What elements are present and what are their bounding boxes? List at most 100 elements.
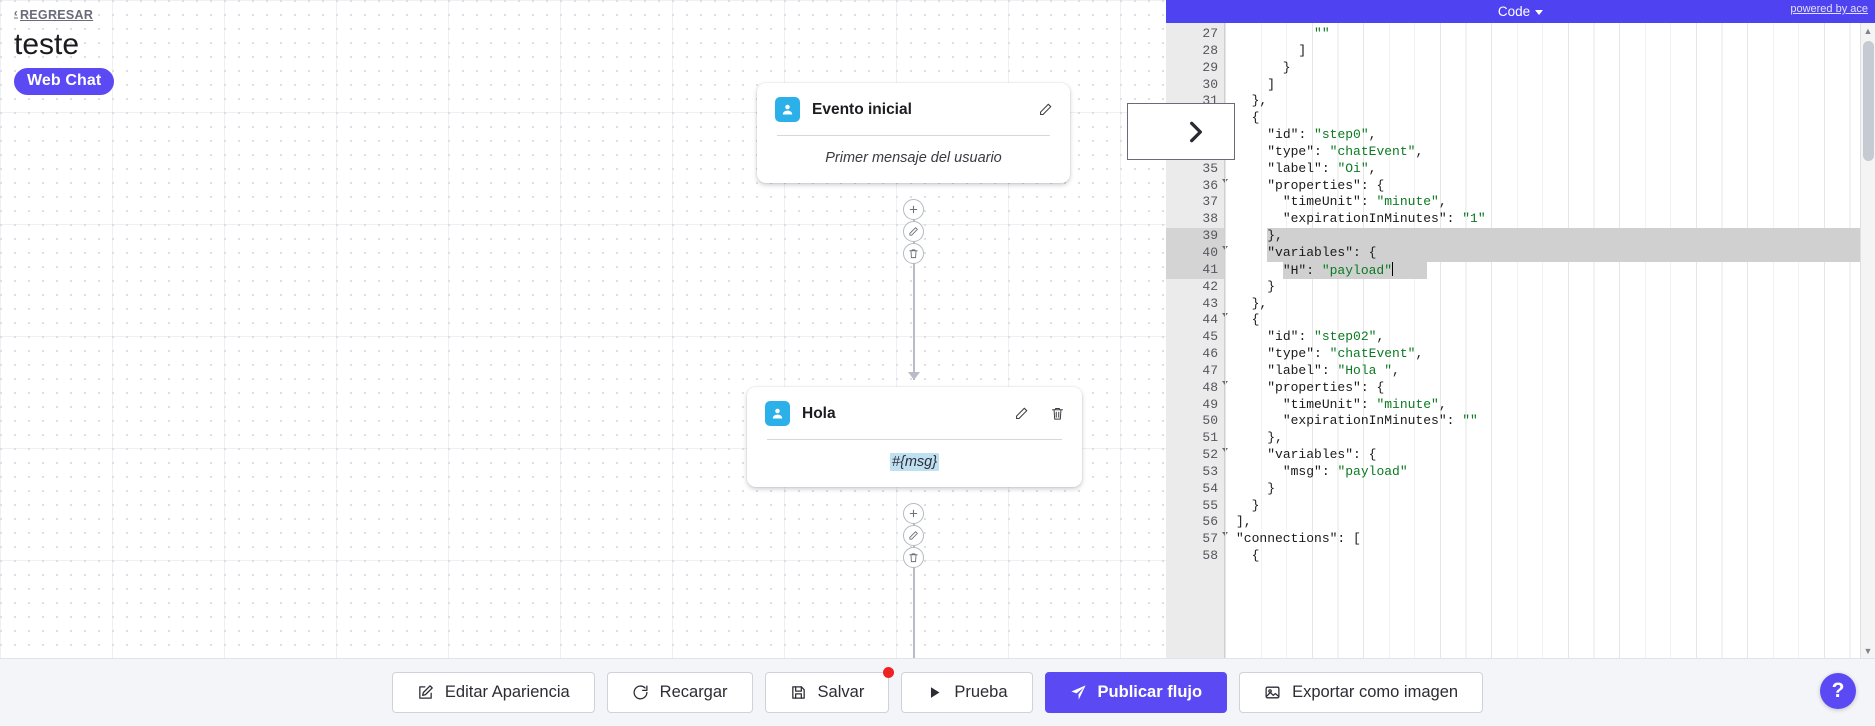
- line-number[interactable]: 43: [1202, 295, 1218, 311]
- channel-badge: Web Chat: [14, 68, 115, 95]
- toolbar-button-recargar[interactable]: Recargar: [606, 672, 753, 713]
- code-line[interactable]: {: [1236, 548, 1260, 564]
- line-number[interactable]: 45: [1202, 329, 1218, 345]
- line-number[interactable]: 49: [1202, 396, 1218, 412]
- code-line[interactable]: {: [1236, 110, 1260, 126]
- code-line[interactable]: "variables": {: [1267, 447, 1377, 463]
- code-line[interactable]: "expirationInMinutes": "1": [1282, 211, 1486, 227]
- line-number[interactable]: 39: [1166, 228, 1224, 245]
- line-number[interactable]: 42: [1202, 278, 1218, 294]
- line-number[interactable]: 41: [1166, 261, 1224, 279]
- line-number[interactable]: 54: [1202, 480, 1218, 496]
- code-line[interactable]: "type": "chatEvent",: [1267, 346, 1424, 362]
- trash-icon[interactable]: [903, 243, 924, 264]
- code-line[interactable]: "properties": {: [1267, 379, 1385, 395]
- code-line[interactable]: "timeUnit": "minute",: [1282, 194, 1447, 210]
- toolbar-button-prueba[interactable]: Prueba: [901, 672, 1033, 713]
- scroll-down-arrow[interactable]: ▼: [1863, 645, 1873, 656]
- code-editor-titlebar[interactable]: Code powered by ace: [1166, 0, 1875, 23]
- powered-by-ace-link[interactable]: powered by ace: [1790, 3, 1868, 15]
- toolbar-button-publicar-flujo[interactable]: Publicar flujo: [1044, 672, 1228, 713]
- scroll-up-arrow[interactable]: ▲: [1863, 25, 1873, 36]
- code-line[interactable]: "label": "Oi",: [1267, 160, 1377, 176]
- code-line[interactable]: "id": "step0",: [1267, 127, 1377, 143]
- connector-arrow-1: [908, 372, 920, 380]
- line-number[interactable]: 52: [1166, 447, 1228, 464]
- plus-icon[interactable]: [903, 199, 924, 220]
- code-line[interactable]: "H": "payload": [1225, 261, 1875, 279]
- code-line[interactable]: "timeUnit": "minute",: [1282, 396, 1447, 412]
- line-number[interactable]: 47: [1202, 362, 1218, 378]
- flow-canvas[interactable]: ‹ REGRESAR teste Web Chat Evento inicial: [0, 0, 1166, 658]
- line-number[interactable]: 30: [1202, 76, 1218, 92]
- flow-node-evento-inicial[interactable]: Evento inicial Primer mensaje del usuari…: [757, 83, 1070, 183]
- line-number[interactable]: 51: [1202, 430, 1218, 446]
- code-editor-title-group[interactable]: Code: [1498, 4, 1544, 19]
- page-header: ‹ REGRESAR teste Web Chat: [14, 4, 115, 95]
- chevron-down-icon[interactable]: [1535, 10, 1544, 15]
- toolbar-button-salvar[interactable]: Salvar: [764, 667, 895, 713]
- code-line[interactable]: "": [1314, 26, 1330, 41]
- line-number[interactable]: 57: [1166, 531, 1228, 548]
- code-line[interactable]: ]: [1236, 76, 1276, 92]
- edit-pencil-icon[interactable]: [1012, 405, 1030, 423]
- code-line[interactable]: "type": "chatEvent",: [1267, 143, 1424, 159]
- line-number[interactable]: 46: [1202, 346, 1218, 362]
- line-number[interactable]: 37: [1202, 194, 1218, 210]
- code-line[interactable]: "variables": {: [1225, 244, 1875, 262]
- code-line[interactable]: "id": "step02",: [1267, 329, 1385, 345]
- line-number[interactable]: 53: [1202, 463, 1218, 479]
- line-number[interactable]: 48: [1166, 380, 1228, 397]
- line-number[interactable]: 58: [1202, 548, 1218, 564]
- toolbar-button-label: Exportar como imagen: [1292, 683, 1459, 701]
- line-number[interactable]: 56: [1202, 514, 1218, 530]
- code-line[interactable]: }: [1236, 278, 1276, 294]
- variable-token: #{msg}: [889, 453, 940, 471]
- code-line[interactable]: "properties": {: [1267, 177, 1385, 193]
- edit-square-icon: [417, 684, 434, 701]
- code-line[interactable]: }: [1236, 480, 1276, 496]
- toolbar-button-editar-apariencia[interactable]: Editar Apariencia: [391, 672, 595, 713]
- code-vertical-scrollbar[interactable]: ▲ ▼: [1860, 23, 1875, 658]
- edit-pencil-icon[interactable]: [903, 221, 924, 242]
- code-line[interactable]: "msg": "payload": [1282, 463, 1408, 479]
- code-line[interactable]: "connections": [: [1236, 531, 1361, 547]
- toolbar-button-exportar-como-imagen[interactable]: Exportar como imagen: [1239, 672, 1484, 713]
- edit-pencil-icon[interactable]: [1036, 101, 1054, 119]
- question-mark-icon: ?: [1831, 679, 1845, 702]
- code-line[interactable]: },: [1236, 295, 1268, 311]
- code-line[interactable]: }: [1236, 497, 1260, 513]
- plus-icon[interactable]: [903, 503, 924, 524]
- line-number[interactable]: 35: [1202, 160, 1218, 176]
- code-line[interactable]: ],: [1236, 514, 1252, 530]
- code-line[interactable]: "label": "Hola ",: [1267, 362, 1400, 378]
- trash-icon[interactable]: [903, 547, 924, 568]
- code-line[interactable]: {: [1236, 312, 1260, 328]
- line-number[interactable]: 28: [1202, 42, 1218, 58]
- code-text-area[interactable]: "" ] } ] }, { "id": "step0", "type": "ch…: [1225, 23, 1875, 658]
- help-button[interactable]: ?: [1820, 673, 1856, 709]
- code-line[interactable]: }: [1236, 59, 1291, 75]
- editor-collapse-toggle[interactable]: [1127, 103, 1235, 160]
- line-number[interactable]: 27: [1202, 26, 1218, 41]
- scrollbar-thumb[interactable]: [1863, 41, 1874, 161]
- code-line[interactable]: ]: [1236, 42, 1307, 58]
- line-number[interactable]: 36: [1166, 178, 1228, 195]
- code-line[interactable]: },: [1225, 228, 1875, 245]
- flow-node-hola[interactable]: Hola #{msg}: [747, 387, 1082, 487]
- line-number[interactable]: 50: [1202, 413, 1218, 429]
- line-number[interactable]: 29: [1202, 59, 1218, 75]
- code-line[interactable]: },: [1236, 430, 1283, 446]
- code-line[interactable]: "expirationInMinutes": "": [1282, 413, 1478, 429]
- image-export-icon: [1264, 684, 1281, 701]
- line-number[interactable]: 55: [1202, 497, 1218, 513]
- line-number[interactable]: 38: [1202, 211, 1218, 227]
- line-number[interactable]: 40: [1166, 244, 1228, 262]
- back-link[interactable]: ‹ REGRESAR: [14, 8, 93, 22]
- trash-icon[interactable]: [1048, 405, 1066, 423]
- contact-person-icon: [775, 97, 800, 122]
- code-editor-body[interactable]: 2728293031323334353637383940414243444546…: [1166, 23, 1875, 658]
- edit-pencil-icon[interactable]: [903, 525, 924, 546]
- code-line[interactable]: },: [1236, 93, 1268, 109]
- line-number[interactable]: 44: [1166, 312, 1228, 329]
